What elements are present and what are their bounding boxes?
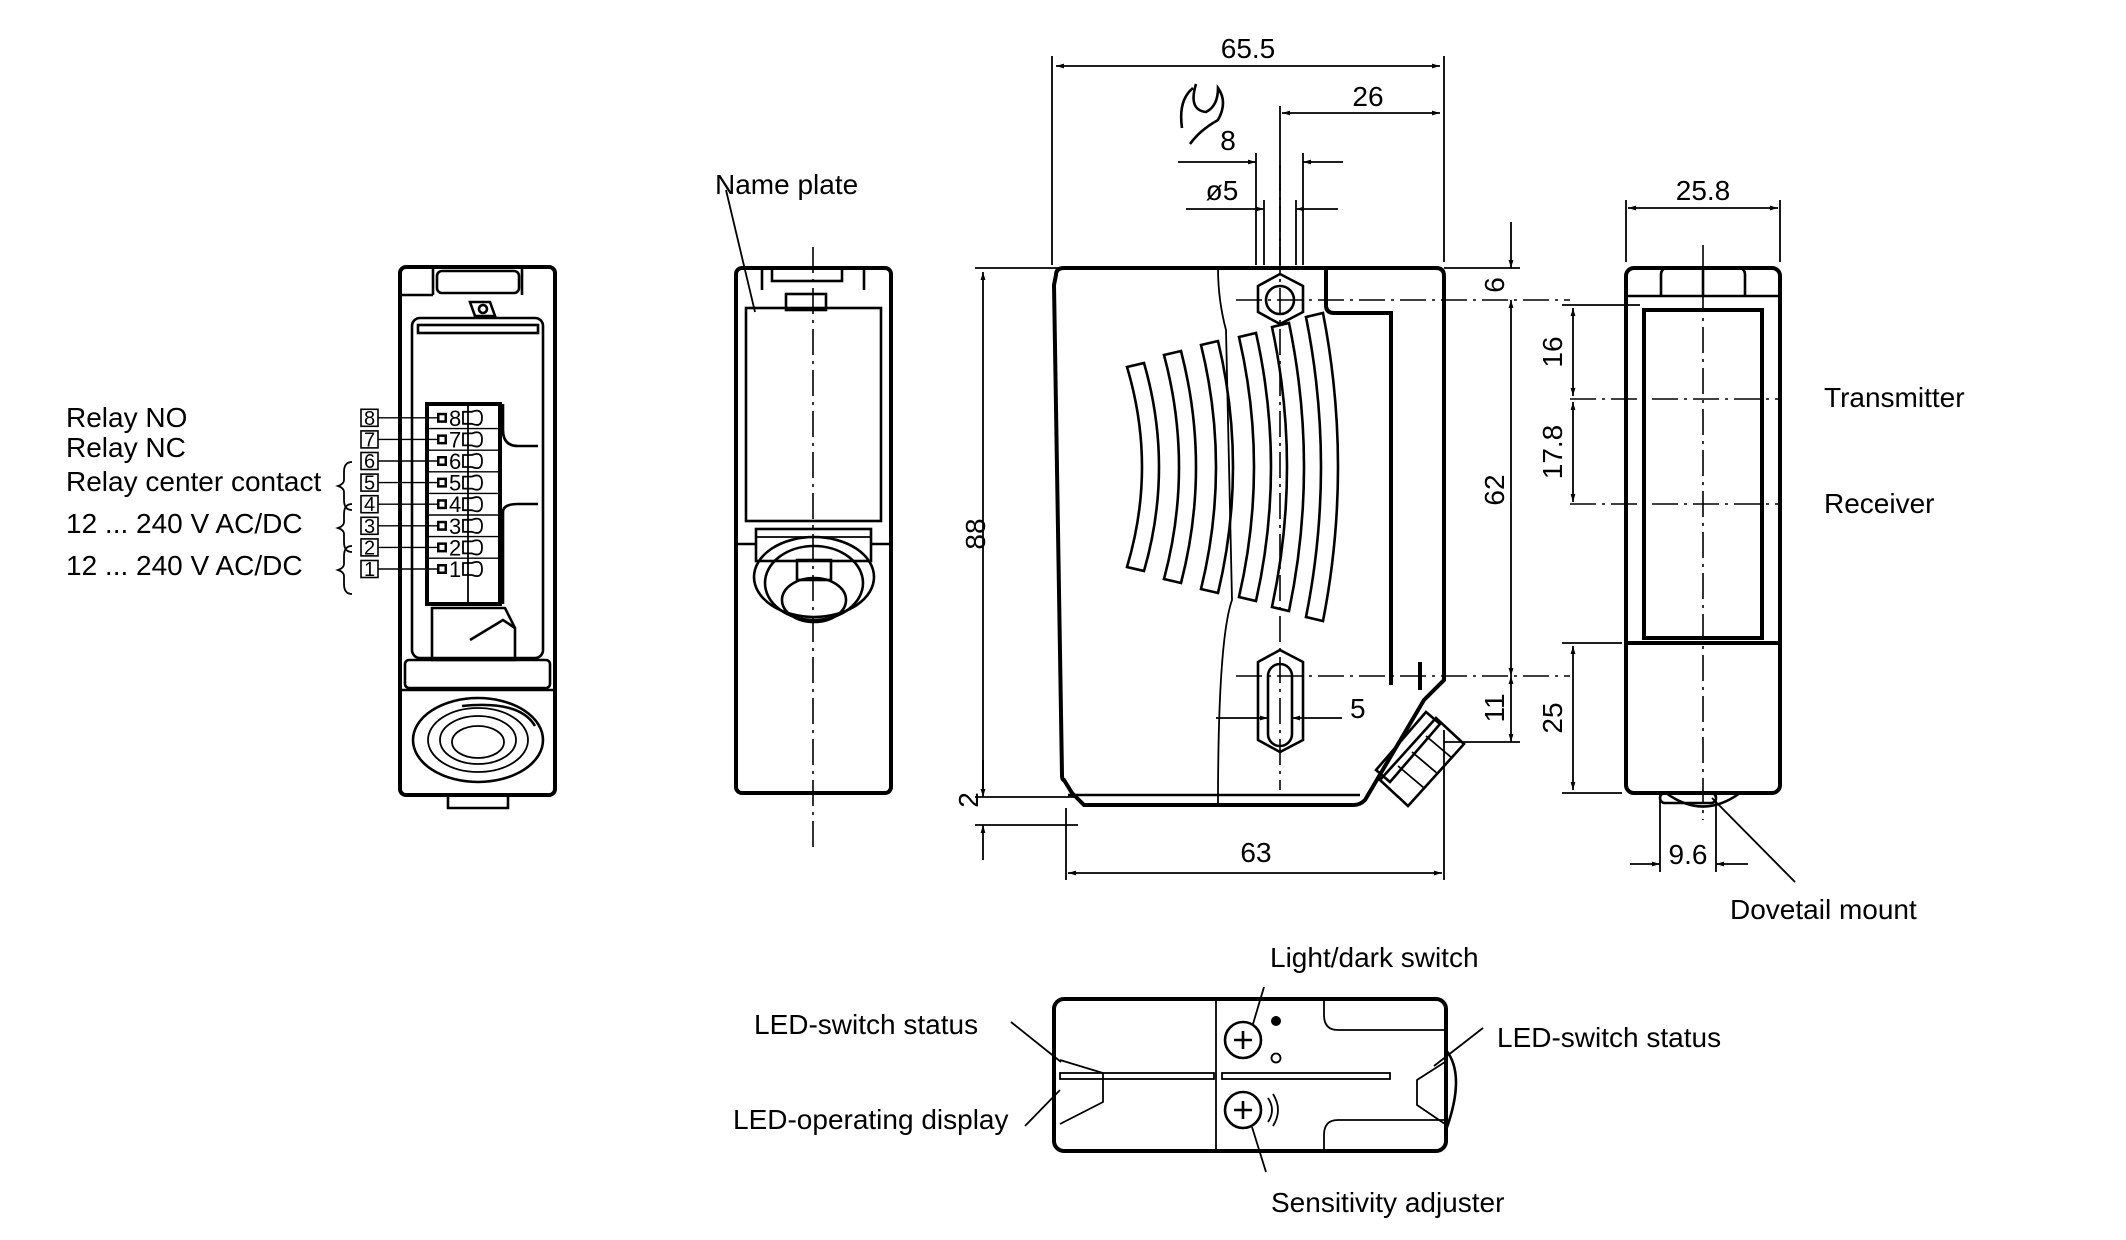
dim-slot-width: 5 (1350, 693, 1366, 724)
dim-bottom-offset: 11 (1479, 693, 1510, 722)
label-sensitivity-adjuster: Sensitivity adjuster (1271, 1187, 1504, 1218)
terminal-pin-number: 2 (449, 535, 461, 560)
optical-arc (1125, 361, 1161, 573)
sensitivity-adjuster-icon[interactable] (1223, 1090, 1263, 1130)
terminal-number: 6 (364, 451, 375, 473)
label-receiver: Receiver (1824, 488, 1934, 519)
dim-base-length: 63 (1240, 837, 1271, 868)
terminal-pin-number: 3 (449, 514, 461, 539)
light-indicator-dot-icon (1271, 1016, 1281, 1026)
wrench-icon (1179, 83, 1225, 145)
dim-hole-offset: 26 (1352, 81, 1383, 112)
label-led-operating-display: LED-operating display (733, 1104, 1009, 1135)
optical-window-arcs (1125, 311, 1340, 623)
terminal-screw-icon[interactable] (462, 496, 483, 513)
bracket-supply-a (335, 503, 353, 553)
label-name-plate: Name plate (715, 169, 858, 200)
end-view: 25.8 16 17.8 25 9.6 Transmitter Receiver… (1537, 175, 1965, 925)
dim-end-width: 25.8 (1676, 175, 1731, 206)
dark-indicator-dot-icon (1270, 1052, 1282, 1064)
terminal-screw-icon[interactable] (462, 431, 483, 448)
optical-arc (1162, 349, 1198, 585)
terminal-screw-icon[interactable] (462, 452, 483, 470)
side-view: 65.5 26 8 ø5 88 2 6 62 11 5 63 (953, 33, 1570, 880)
terminal-number: 4 (364, 494, 375, 516)
terminal-screw-icon[interactable] (462, 517, 483, 534)
terminal-number: 5 (364, 473, 375, 495)
polarity-symbol-icon (468, 300, 497, 318)
bracket-relay-center (335, 461, 353, 511)
terminal-screw-icon[interactable] (462, 539, 483, 556)
cable-gland-icon (411, 696, 545, 784)
bracket-supply-b (335, 545, 353, 595)
terminal-pin-number: 5 (449, 471, 461, 496)
terminal-pin-number: 8 (449, 406, 461, 431)
label-led-switch-status-left: LED-switch status (754, 1009, 978, 1040)
label-relay-nc: Relay NC (66, 432, 186, 463)
label-supply-b: 12 ... 240 V AC/DC (66, 550, 303, 581)
bottom-view: Light/dark switch LED-switch status LED-… (733, 942, 1721, 1218)
terminal-number: 2 (364, 537, 375, 559)
cable-gland-icon (752, 535, 876, 624)
dim-overall-height: 88 (960, 518, 991, 549)
optical-arc (1304, 311, 1340, 623)
dim-top-offset: 6 (1479, 277, 1510, 293)
dim-transmitter-offset: 16 (1537, 336, 1568, 367)
terminal-pin-number: 7 (449, 427, 461, 452)
terminal-number: 8 (364, 408, 375, 430)
label-relay-center: Relay center contact (66, 466, 321, 497)
label-transmitter: Transmitter (1824, 382, 1965, 413)
label-relay-no: Relay NO (66, 402, 187, 433)
terminal-screw-icon[interactable] (462, 409, 483, 426)
terminal-number: 1 (364, 559, 375, 581)
terminal-screw-icon[interactable] (462, 560, 483, 578)
terminal-number: 7 (364, 429, 375, 451)
dim-hole-spacing: 62 (1479, 474, 1510, 505)
dim-hole-diameter: ø5 (1206, 175, 1239, 206)
terminal-pin-number: 4 (449, 492, 461, 517)
label-light-dark-switch: Light/dark switch (1270, 942, 1479, 973)
terminal-number: 3 (364, 516, 375, 538)
terminal-pin-number: 1 (449, 557, 461, 582)
label-dovetail-mount: Dovetail mount (1730, 894, 1917, 925)
light-dark-switch-icon[interactable] (1223, 1020, 1263, 1060)
label-supply-a: 12 ... 240 V AC/DC (66, 508, 303, 539)
dim-base-step: 2 (953, 792, 984, 808)
optical-arc (1199, 339, 1235, 595)
dim-lower-section: 25 (1537, 702, 1568, 733)
dim-wrench-size: 8 (1220, 125, 1236, 156)
label-led-switch-status-right: LED-switch status (1497, 1022, 1721, 1053)
optical-arc (1270, 321, 1306, 613)
dim-optical-spacing: 17.8 (1537, 425, 1568, 480)
dim-overall-width: 65.5 (1221, 33, 1276, 64)
dim-dovetail-width: 9.6 (1669, 839, 1708, 870)
connector-icon (1374, 710, 1466, 808)
optical-arc (1237, 331, 1273, 603)
terminal-pin-number: 6 (449, 449, 461, 474)
front-view: Name plate (715, 169, 893, 848)
terminal-screw-icon[interactable] (462, 474, 483, 491)
